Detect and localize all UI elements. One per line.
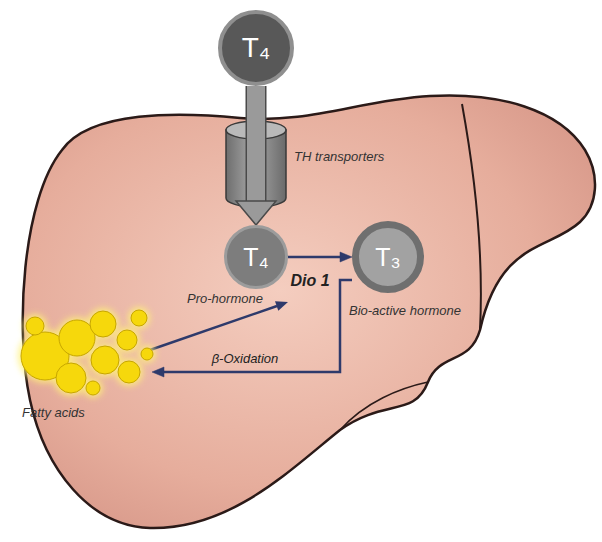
active-hormone-circle: T₃Bio-active hormone — [352, 221, 424, 293]
connector-arrow — [288, 252, 352, 262]
node-caption: Fatty acids — [22, 406, 85, 421]
prohormone-circle: T₄Pro-hormone — [224, 225, 288, 289]
lobe-line — [462, 104, 481, 330]
node-caption: Pro-hormone — [187, 292, 263, 307]
fatty-acid-arrow — [150, 301, 288, 350]
hormone-symbol: T₄ — [242, 32, 271, 64]
node-caption: Bio-active hormone — [349, 304, 461, 319]
edge-label: Dio 1 — [290, 272, 329, 290]
hormone-circle: T₄ — [218, 10, 294, 86]
edge-label: β-Oxidation — [212, 352, 279, 367]
fatty-acid-cluster: Fatty acids — [15, 298, 152, 398]
lobe-line — [340, 382, 428, 430]
hormone-symbol: T₃ — [375, 243, 400, 272]
connector-arrow — [236, 86, 276, 225]
fat-droplets — [15, 298, 152, 398]
connector-arrow — [152, 280, 352, 377]
transporter-label: TH transporters — [294, 150, 384, 165]
liver-outline — [23, 95, 595, 528]
hormone-symbol: T₄ — [243, 243, 268, 272]
